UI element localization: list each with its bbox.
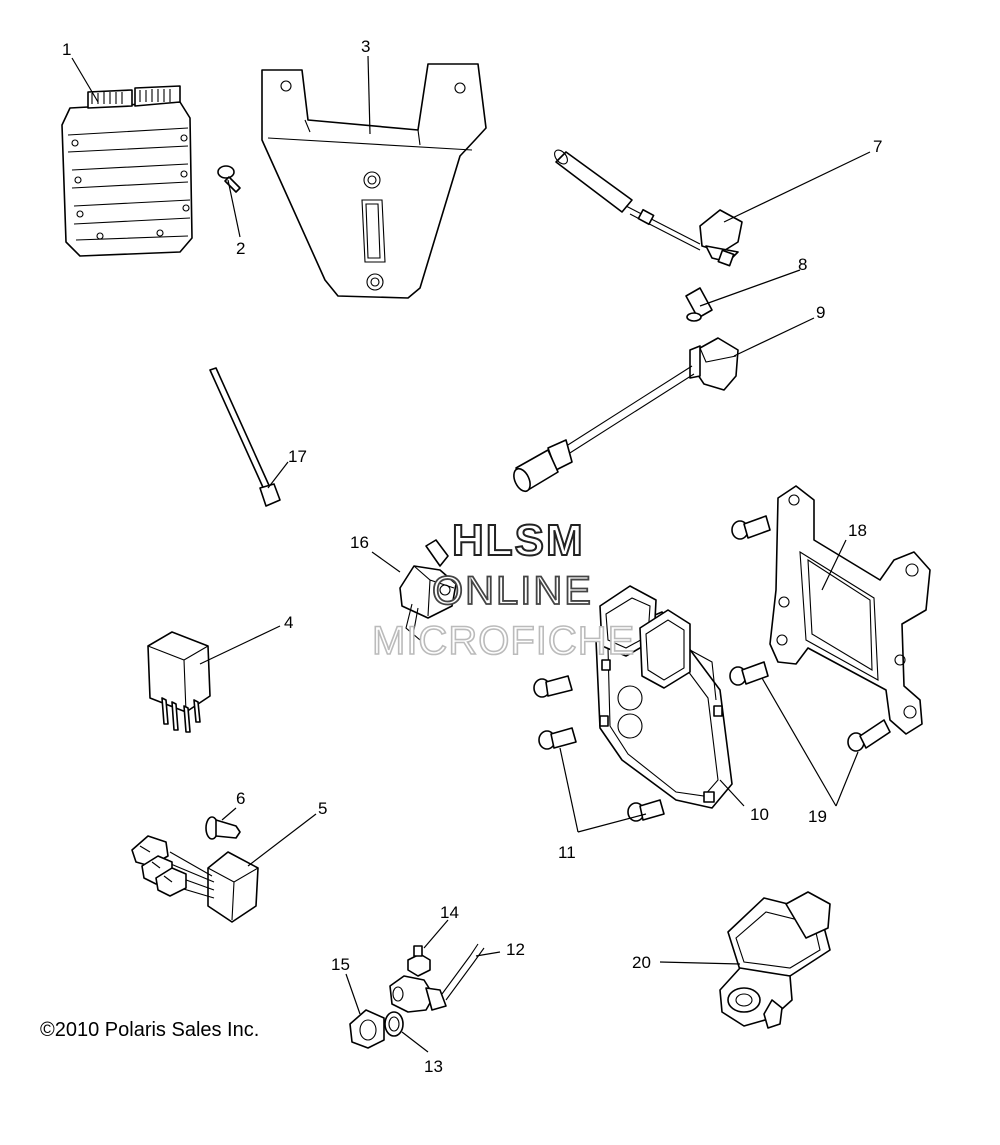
leader-lines <box>71 55 871 1053</box>
push-rivet-part-6 <box>205 816 241 840</box>
callout-3: 3 <box>361 37 370 56</box>
callout-1: 1 <box>62 40 71 59</box>
cable-tie-part-17 <box>209 367 281 507</box>
bolt-part-14 <box>407 945 431 977</box>
mounting-bracket-part-3 <box>261 63 487 299</box>
watermark-line-1: HLSM <box>452 516 585 565</box>
callout-20: 20 <box>632 953 651 972</box>
map-sensor-part-20 <box>719 891 831 1029</box>
screw-part-2 <box>217 165 241 193</box>
copyright-notice: ©2010 Polaris Sales Inc. <box>40 1019 259 1041</box>
watermark-line-3: MICROFICHE <box>372 619 635 663</box>
callout-8: 8 <box>798 255 807 274</box>
callout-10: 10 <box>750 805 769 824</box>
screws-part-19 <box>729 515 891 752</box>
ecu-part-10 <box>595 585 733 809</box>
callout-9: 9 <box>816 303 825 322</box>
sensor-part-12 <box>389 943 485 1013</box>
watermark: HLSM ONLINE MICROFICHE <box>371 515 635 664</box>
pin-part-8 <box>685 287 713 322</box>
callout-19: 19 <box>808 807 827 826</box>
voltage-regulator-part-1 <box>61 85 193 257</box>
screws-part-11 <box>533 675 665 822</box>
relay-part-4 <box>147 631 211 733</box>
gasket-part-15 <box>349 1009 385 1049</box>
callout-7: 7 <box>873 137 882 156</box>
harness-connector-part-5 <box>131 835 259 923</box>
callout-16: 16 <box>350 533 369 552</box>
callout-labels: 1 2 3 7 8 9 17 16 4 6 5 10 11 19 18 14 1… <box>62 37 882 1076</box>
callout-14: 14 <box>440 903 459 922</box>
callout-12: 12 <box>506 940 525 959</box>
callout-5: 5 <box>318 799 327 818</box>
watermark-line-2: ONLINE <box>432 569 593 613</box>
callout-13: 13 <box>424 1057 443 1076</box>
callout-11: 11 <box>558 843 576 862</box>
callout-4: 4 <box>284 613 293 632</box>
speed-sensor-part-7 <box>554 149 743 267</box>
callout-15: 15 <box>331 955 350 974</box>
ecu-bracket-part-18 <box>769 485 931 735</box>
callout-18: 18 <box>848 521 867 540</box>
sensor-part-9 <box>513 337 739 493</box>
switch-part-16 <box>399 539 457 641</box>
callout-17: 17 <box>288 447 307 466</box>
o-ring-part-13 <box>384 1011 404 1037</box>
callout-6: 6 <box>236 789 245 808</box>
callout-2: 2 <box>236 239 245 258</box>
